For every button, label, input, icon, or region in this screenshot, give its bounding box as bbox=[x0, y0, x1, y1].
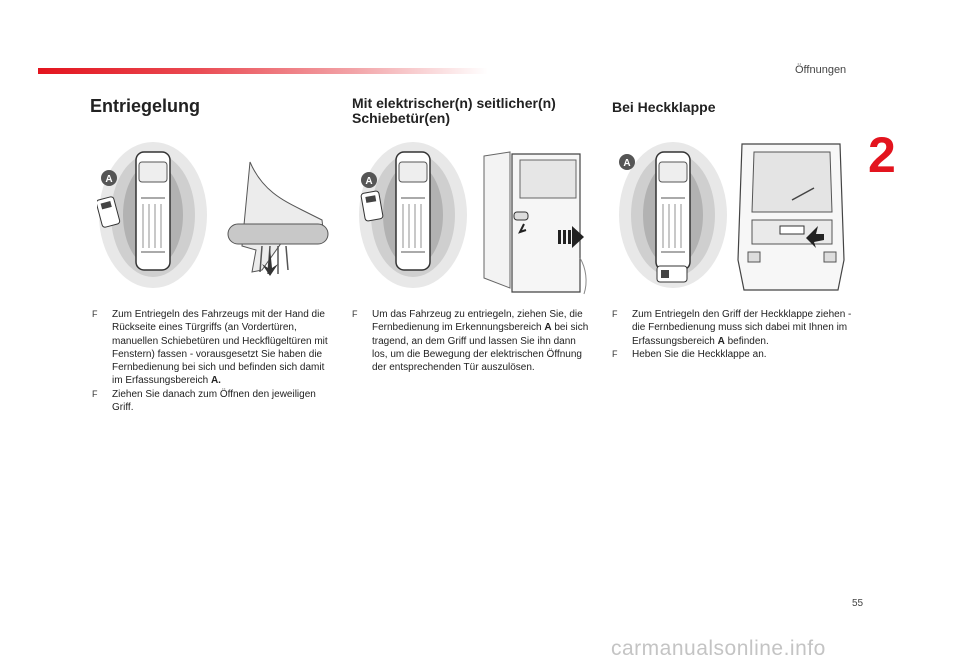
header-accent-bar bbox=[38, 68, 488, 74]
zone-a-label-3: A bbox=[623, 158, 630, 169]
watermark-text: carmanualsonline.info bbox=[611, 637, 826, 660]
section-title: Öffnungen bbox=[795, 64, 847, 76]
bullet-marker: F bbox=[612, 348, 618, 359]
chapter-number: 2 bbox=[868, 127, 896, 183]
heading-heckklappe: Bei Heckklappe bbox=[612, 99, 716, 115]
bullet-item: F Zum Entriegeln des Fahrzeugs mit der H… bbox=[92, 309, 328, 387]
heading-schiebetuer: Mit elektrischer(n) seitlicher(n) Schieb… bbox=[352, 95, 556, 126]
van-zone-illustration-2: A bbox=[359, 142, 467, 288]
tailgate-illustration bbox=[737, 143, 845, 291]
bullet-item: F Zum Entriegeln den Griff der Heckklapp… bbox=[612, 309, 852, 347]
heading-entriegelung: Entriegelung bbox=[90, 96, 201, 116]
van-zone-illustration-3: A bbox=[619, 142, 727, 288]
col3-text: F Zum Entriegeln den Griff der Heckklapp… bbox=[612, 308, 852, 361]
bullet-marker: F bbox=[612, 309, 618, 319]
col1-text: F Zum Entriegeln des Fahrzeugs mit der H… bbox=[92, 308, 332, 414]
zone-a-label-2: A bbox=[365, 176, 372, 187]
page-number: 55 bbox=[852, 598, 864, 609]
bullet-marker: F bbox=[92, 388, 98, 399]
sliding-door-illustration bbox=[482, 151, 590, 295]
van-zone-illustration-1: A bbox=[97, 142, 207, 288]
bullet-item: F Heben Sie die Heckklappe an. bbox=[612, 348, 767, 360]
bullet-marker: F bbox=[92, 309, 98, 319]
hand-on-door-handle-illustration bbox=[227, 161, 329, 276]
zone-a-label-1: A bbox=[105, 174, 112, 185]
col2-text: F Um das Fahrzeug zu entriegeln, ziehen … bbox=[352, 308, 592, 374]
bullet-item: F Um das Fahrzeug zu entriegeln, ziehen … bbox=[352, 309, 589, 374]
bullet-item: F Ziehen Sie danach zum Öffnen den jewei… bbox=[92, 388, 316, 414]
bullet-marker: F bbox=[352, 309, 358, 319]
